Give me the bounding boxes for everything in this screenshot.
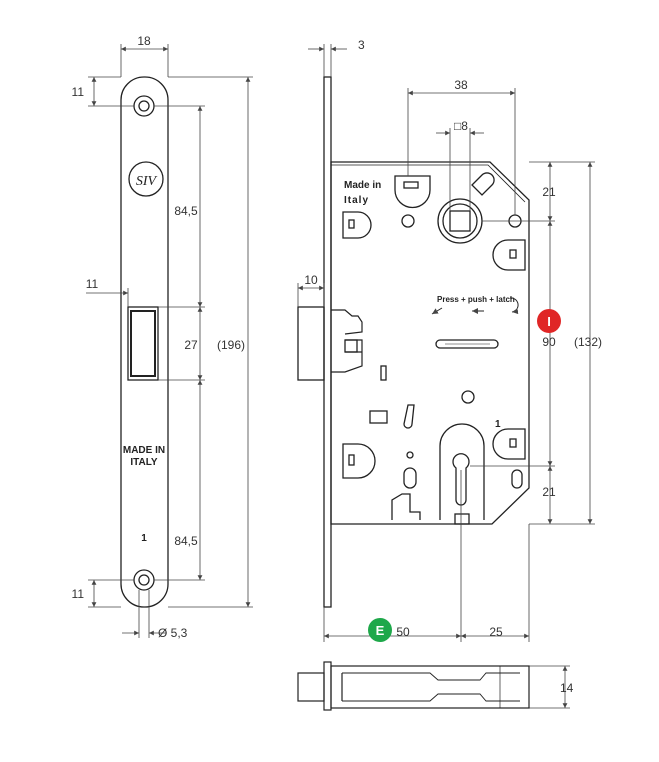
latch-bolt bbox=[297, 306, 325, 381]
body-height-dim: (132) bbox=[574, 335, 602, 349]
handle-spacing-dim: 38 bbox=[454, 78, 468, 92]
backset-dim: 50 bbox=[396, 625, 410, 639]
body-side-marker: 1 bbox=[495, 419, 501, 430]
bottom-view-body bbox=[330, 665, 530, 709]
body-depth-dim: 14 bbox=[560, 681, 574, 695]
faceplate-bottom-hole-dim: 11 bbox=[72, 587, 85, 601]
bottom-offset-dim: 21 bbox=[542, 485, 556, 499]
spindle-hub bbox=[437, 198, 483, 244]
faceplate-marking-line1: MADE IN bbox=[123, 445, 165, 456]
faceplate-total-length-dim: (196) bbox=[217, 338, 245, 352]
bottom-screw-hole bbox=[133, 569, 155, 591]
handle-follower-housing bbox=[394, 175, 431, 209]
faceplate-dimensions bbox=[86, 44, 253, 638]
badge-internal: I bbox=[537, 309, 561, 333]
lower-right-anchor bbox=[492, 428, 526, 460]
faceplate-width-dim: 18 bbox=[137, 34, 151, 48]
press-arrows bbox=[431, 297, 519, 315]
spindle-square-hole bbox=[449, 210, 471, 232]
top-offset-dim: 21 bbox=[542, 185, 556, 199]
keyhole-surround bbox=[439, 423, 485, 520]
faceplate-latch-height-dim: 27 bbox=[184, 338, 198, 352]
center-distance-dim: 90 bbox=[542, 335, 556, 349]
body-faceplate-edge bbox=[323, 76, 332, 608]
body-marking-line2: Italy bbox=[344, 195, 369, 206]
keyhole-edge-dim: 25 bbox=[489, 625, 503, 639]
faceplate-lower-span-dim: 84,5 bbox=[174, 534, 198, 548]
press-push-latch-text: Press + push + latch bbox=[437, 295, 515, 304]
badge-external-label: E bbox=[376, 623, 385, 638]
body-dimensions bbox=[297, 44, 595, 709]
faceplate-top-hole-dim: 11 bbox=[72, 85, 85, 99]
bottom-view bbox=[297, 661, 530, 711]
faceplate-hole-diameter-dim: Ø 5,3 bbox=[158, 626, 188, 640]
body-marking-line1: Made in bbox=[344, 180, 381, 191]
top-screw-hole bbox=[133, 95, 155, 117]
faceplate-upper-span-dim: 84,5 bbox=[174, 204, 198, 218]
faceplate-side-marker: 1 bbox=[141, 533, 147, 544]
release-slot bbox=[435, 339, 499, 349]
lower-left-anchor bbox=[342, 443, 376, 479]
faceplate-latch-offset-dim: 11 bbox=[86, 277, 99, 291]
upper-left-anchor bbox=[342, 211, 372, 239]
body-outline bbox=[330, 161, 530, 525]
faceplate-view bbox=[120, 76, 169, 608]
faceplate-outline bbox=[120, 76, 169, 608]
faceplate-marking-line2: ITALY bbox=[130, 457, 158, 468]
lock-body-view bbox=[297, 76, 530, 608]
badge-internal-label: I bbox=[547, 314, 551, 329]
logo-text: SIV bbox=[136, 174, 158, 189]
upper-right-anchor bbox=[492, 239, 526, 271]
latch-window bbox=[127, 306, 159, 381]
badge-external: E bbox=[368, 618, 392, 642]
logo-ring bbox=[128, 161, 164, 197]
latch-projection-dim: 10 bbox=[304, 273, 318, 287]
plate-thickness-dim: 3 bbox=[358, 38, 365, 52]
spindle-square-dim: □8 bbox=[454, 119, 468, 133]
keyhole bbox=[452, 453, 470, 506]
